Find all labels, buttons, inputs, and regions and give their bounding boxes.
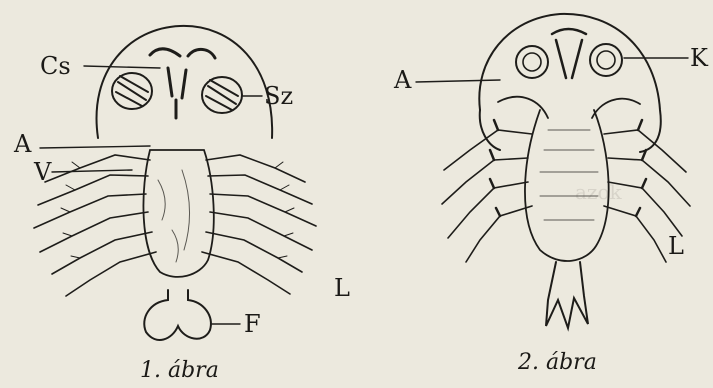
label-sz: Sz [264, 82, 293, 110]
figure-1-legs-right [202, 155, 316, 294]
figure-2-body [525, 110, 609, 261]
figure-1-drawing [34, 26, 316, 340]
figure-2-caption: 2. ábra [518, 350, 597, 375]
figure-1-right-eye [202, 77, 242, 113]
figure-2-tail [546, 262, 588, 328]
label-f: F [244, 310, 261, 338]
figure-2-antennae [498, 97, 640, 118]
stray-label-l: L [334, 274, 350, 302]
figure-2-right-eye [590, 44, 622, 76]
label-cs: Cs [40, 52, 71, 80]
label-k: K [690, 44, 708, 72]
figure-1-left-eye [112, 73, 152, 109]
label-v: V [34, 158, 51, 186]
figure-1-body [143, 150, 213, 277]
figure-1-legs-left [34, 155, 156, 296]
figure-2-left-eye [516, 46, 548, 78]
label-a-fig1: A [14, 130, 31, 158]
label-l-fig2: L [668, 232, 684, 260]
figure-1-caption: 1. ábra [140, 358, 219, 383]
label-a-fig2: A [394, 66, 411, 94]
figure-1-tail [144, 290, 211, 340]
figure-2-drawing [416, 14, 690, 328]
figure-1-head-markings [150, 49, 215, 118]
